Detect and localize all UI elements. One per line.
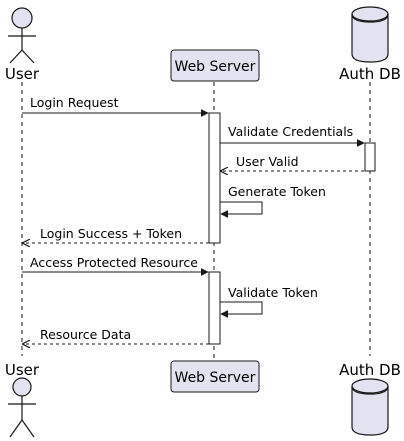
participant-user-label-top: User <box>5 65 40 83</box>
message-validate-token-label: Validate Token <box>228 285 318 300</box>
message-login-success-token: Login Success + Token <box>23 226 209 243</box>
participant-auth-db-label-top: Auth DB <box>339 65 401 83</box>
participant-web-server-label-top: Web Server <box>175 59 256 75</box>
participant-auth-db-top: Auth DB <box>339 6 401 83</box>
participant-user-top: User <box>5 7 40 83</box>
message-generate-token: Generate Token <box>220 184 326 218</box>
message-resource-data: Resource Data <box>23 327 209 344</box>
participant-user-label-bottom: User <box>5 361 40 379</box>
message-user-valid-label: User Valid <box>236 154 299 169</box>
message-login-request-label: Login Request <box>30 95 119 110</box>
participant-web-server-top: Web Server <box>170 49 260 82</box>
message-user-valid: User Valid <box>221 154 364 171</box>
participant-auth-db-bottom: Auth DB <box>339 361 401 436</box>
message-validate-credentials-label: Validate Credentials <box>228 124 353 139</box>
participant-web-server-bottom: Web Server <box>170 360 260 393</box>
message-access-protected-resource: Access Protected Resource <box>22 255 209 276</box>
message-login-request: Login Request <box>22 95 209 117</box>
message-access-protected-resource-label: Access Protected Resource <box>30 255 198 270</box>
activation-auth-db <box>364 142 376 172</box>
message-validate-token: Validate Token <box>220 285 318 318</box>
activation-web-server-1 <box>208 112 221 244</box>
message-generate-token-label: Generate Token <box>228 184 326 199</box>
participant-user-bottom: User <box>5 361 40 438</box>
activation-web-server-2 <box>208 271 221 345</box>
participant-web-server-label-bottom: Web Server <box>175 370 256 386</box>
message-resource-data-label: Resource Data <box>40 327 131 342</box>
message-validate-credentials: Validate Credentials <box>220 124 365 147</box>
message-login-success-token-label: Login Success + Token <box>40 226 182 241</box>
participant-auth-db-label-bottom: Auth DB <box>339 361 401 379</box>
